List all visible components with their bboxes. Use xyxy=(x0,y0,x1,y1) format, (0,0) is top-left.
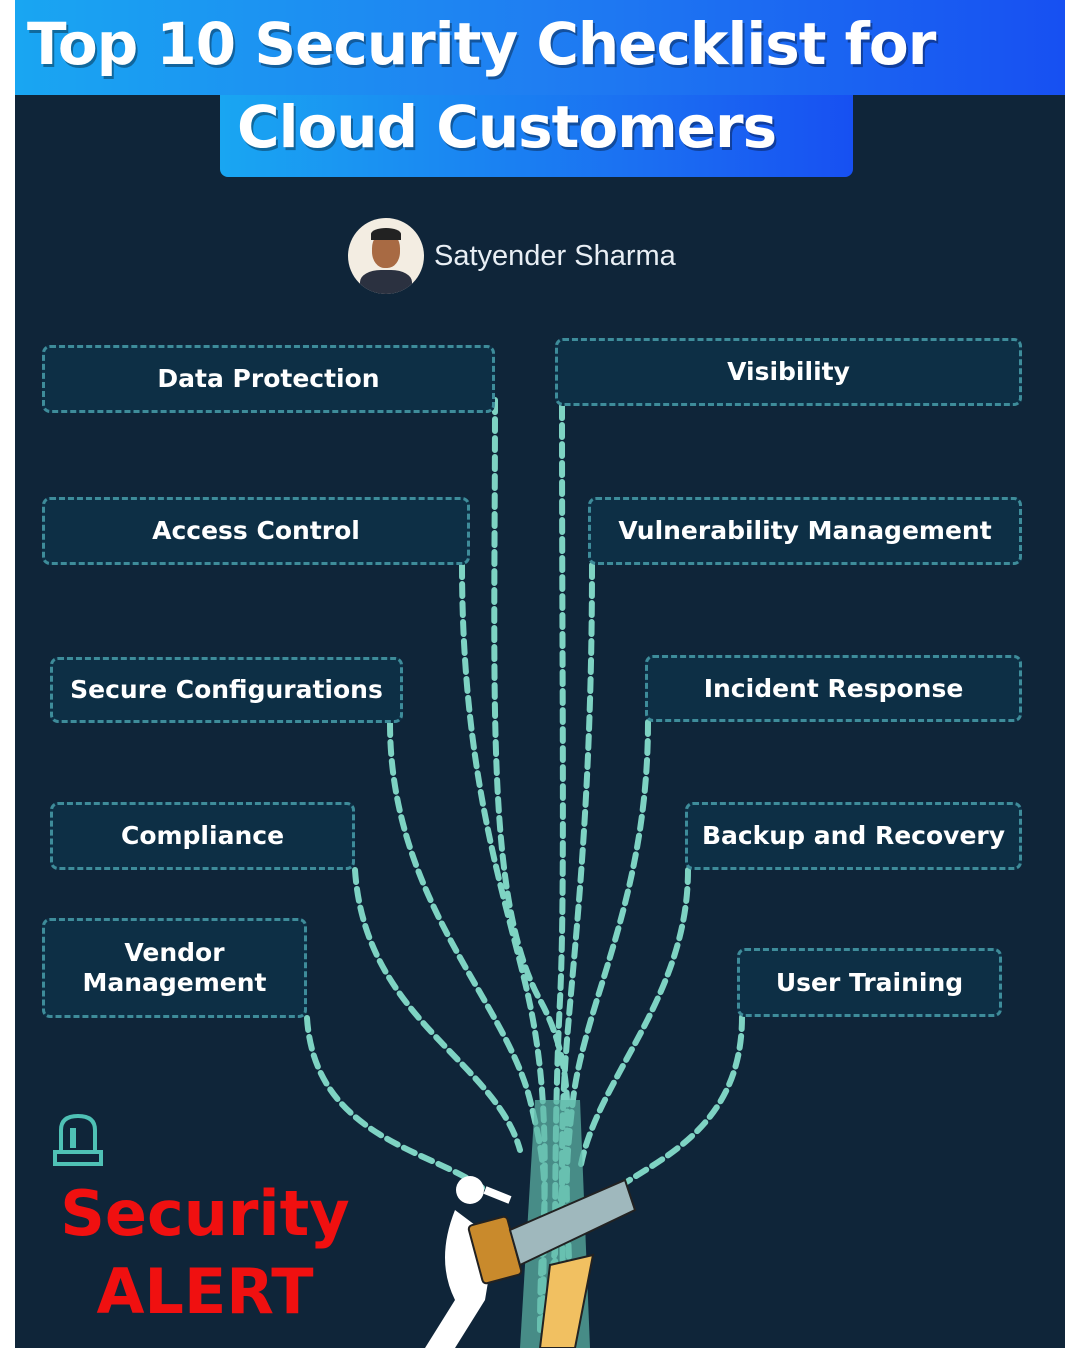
item-label: Visibility xyxy=(727,357,850,386)
checklist-item-vulnerability-management: Vulnerability Management xyxy=(588,497,1022,565)
line-backup xyxy=(577,867,691,1173)
item-label: Data Protection xyxy=(157,364,380,393)
author: Satyender Sharma xyxy=(348,218,676,294)
title-line-2: Cloud Customers xyxy=(237,93,777,161)
checklist-item-vendor-management: Vendor Management xyxy=(42,918,307,1018)
checklist-item-incident-response: Incident Response xyxy=(645,655,1022,722)
item-label: Backup and Recovery xyxy=(701,821,1006,850)
avatar xyxy=(348,218,424,294)
infographic: Top 10 Security Checklist for Cloud Cust… xyxy=(15,0,1065,1348)
item-label: Compliance xyxy=(120,821,285,850)
item-label: Access Control xyxy=(152,516,360,545)
siren-icon xyxy=(53,1113,103,1166)
item-label: Vulnerability Management xyxy=(618,516,992,545)
alert-line-1: Security xyxy=(60,1177,350,1250)
tree-connector-lines xyxy=(304,397,745,1348)
checklist-item-access-control: Access Control xyxy=(42,497,470,565)
checklist-item-data-protection: Data Protection xyxy=(42,345,495,413)
line-user-training xyxy=(612,1014,745,1193)
item-label: Secure Configurations xyxy=(70,675,383,704)
author-name: Satyender Sharma xyxy=(434,239,676,272)
title-line-1: Top 10 Security Checklist for xyxy=(27,10,936,78)
item-label: Vendor Management xyxy=(82,938,267,997)
checklist-item-secure-configurations: Secure Configurations xyxy=(50,657,403,723)
line-vendor xyxy=(304,1015,488,1193)
checklist-item-user-training: User Training xyxy=(737,948,1002,1017)
title-banner xyxy=(15,0,1065,95)
item-label: Incident Response xyxy=(703,673,964,703)
checklist-item-backup-and-recovery: Backup and Recovery xyxy=(685,802,1022,870)
line-compliance xyxy=(352,867,523,1153)
title-banner-2 xyxy=(220,95,853,177)
security-alert-text: Security ALERT xyxy=(55,1175,355,1330)
checklist-item-compliance: Compliance xyxy=(50,802,355,870)
alert-line-2: ALERT xyxy=(96,1254,314,1328)
checklist-item-visibility: Visibility xyxy=(555,338,1022,406)
item-label: User Training xyxy=(775,967,964,997)
person-with-saw-illustration xyxy=(425,1176,637,1348)
